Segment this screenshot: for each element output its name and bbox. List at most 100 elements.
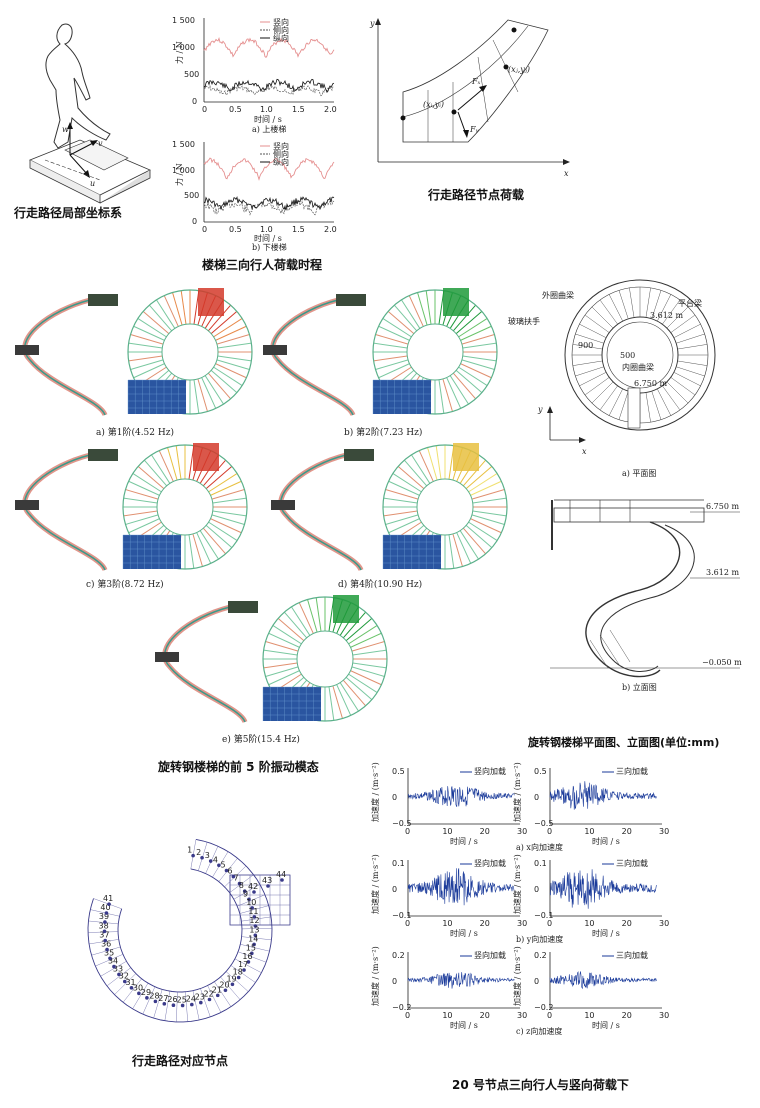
svg-text:−0.2: −0.2	[392, 1003, 411, 1012]
path-node: 4	[213, 855, 221, 868]
path-node: 24	[186, 995, 196, 1007]
path-node: 35	[104, 948, 114, 961]
legend-longitudinal: 纵向	[273, 33, 289, 43]
path-node: 27	[158, 994, 168, 1006]
path-node: 13	[249, 925, 260, 938]
svg-text:0: 0	[547, 827, 552, 836]
outer-beam-label: 外圈曲梁	[542, 290, 574, 300]
plan-axis-x: x	[582, 447, 587, 456]
path-node: 17	[238, 960, 248, 972]
path-node: 29	[141, 988, 151, 1000]
plan-elevation-drawing: y x 外圈曲梁 平台梁 玻璃扶手 内圈曲梁 3.612 m 6.750 m 5…	[508, 279, 742, 692]
plan-axis-y: y	[537, 405, 543, 414]
svg-text:三向加载: 三向加载	[616, 858, 648, 868]
path-node: 41	[103, 894, 113, 906]
svg-text:15: 15	[246, 943, 256, 952]
svg-text:24: 24	[186, 995, 196, 1004]
svg-text:43: 43	[262, 876, 272, 885]
walker-illustration: w v u	[29, 23, 151, 204]
handrail-label: 玻璃扶手	[508, 316, 540, 326]
elev-level-mid: 3.612 m	[706, 568, 739, 577]
svg-text:29: 29	[141, 988, 151, 997]
load-plot-b: 1 500 1 000 500 0 0 0.5 1.0 1.5 2.0 时间 /…	[172, 140, 337, 252]
svg-text:5: 5	[220, 861, 225, 870]
path-node: 19	[226, 974, 237, 987]
svg-text:12: 12	[249, 916, 259, 925]
svg-text:b) y向加速度: b) y向加速度	[516, 934, 563, 944]
elevation-view: 6.750 m 3.612 m −0.050 m b) 立面图	[550, 499, 742, 692]
legend-vertical: 竖向	[273, 17, 289, 27]
svg-text:0: 0	[547, 919, 552, 928]
svg-text:−0.1: −0.1	[534, 911, 553, 920]
load-ylabel: 力 / N	[174, 41, 184, 64]
series-vertical	[203, 36, 335, 59]
axis-v-label: v	[98, 139, 103, 148]
svg-text:25: 25	[177, 995, 187, 1004]
svg-text:0: 0	[534, 793, 539, 802]
svg-text:13: 13	[249, 925, 259, 934]
svg-text:30: 30	[659, 919, 669, 928]
svg-text:加速度 / (m·s⁻²): 加速度 / (m·s⁻²)	[512, 946, 522, 1006]
mode-shape-5	[155, 595, 388, 724]
plan-sub-a: a) 平面图	[622, 469, 656, 478]
path-node: 32	[119, 971, 129, 984]
xtick: 2.0	[324, 105, 337, 114]
mode-shape-3	[15, 443, 248, 572]
ytick: 500	[184, 70, 199, 79]
legend-lateral: 侧向	[273, 149, 289, 159]
path-node: 37	[99, 931, 109, 943]
point-j-label: (xⱼ,yⱼ)	[508, 65, 530, 74]
svg-text:11: 11	[248, 907, 258, 916]
svg-text:31: 31	[125, 978, 135, 987]
series-lateral	[203, 85, 335, 97]
node-load-figure: y x (xᵢ,yᵢ) (xⱼ,yⱼ) Fₓ Fᵧ	[368, 12, 578, 182]
svg-text:0: 0	[392, 793, 397, 802]
platform-beam-label: 平台梁	[678, 298, 702, 308]
fy-label: Fᵧ	[469, 125, 479, 134]
mode-label-2: b) 第2阶(7.23 Hz)	[344, 428, 423, 438]
elev-level-bot: −0.050 m	[702, 658, 742, 667]
svg-text:30: 30	[517, 1011, 527, 1020]
path-node: 39	[99, 912, 109, 924]
load-sub-a: a) 上楼梯	[252, 124, 286, 134]
path-node: 34	[108, 957, 118, 969]
path-node: 23	[195, 993, 205, 1005]
svg-text:−0.5: −0.5	[392, 819, 411, 828]
svg-text:20: 20	[622, 827, 632, 836]
svg-text:三向加载: 三向加载	[616, 766, 648, 776]
load-plot-a: 1 500 1 000 500 0 0 0.5 1.0 1.5 2.0 时间 /…	[172, 16, 337, 134]
svg-text:40: 40	[100, 903, 110, 912]
svg-text:10: 10	[442, 827, 452, 836]
svg-text:−0.1: −0.1	[392, 911, 411, 920]
svg-text:加速度 / (m·s⁻²): 加速度 / (m·s⁻²)	[512, 854, 522, 914]
svg-text:20: 20	[622, 919, 632, 928]
path-node: 16	[242, 952, 253, 964]
svg-text:加速度 / (m·s⁻²): 加速度 / (m·s⁻²)	[512, 762, 522, 822]
mode-shape-1	[15, 288, 253, 417]
svg-text:0: 0	[392, 885, 397, 894]
xtick: 0	[202, 225, 207, 234]
dim-500: 500	[620, 351, 635, 360]
path-node: 28	[149, 991, 160, 1004]
svg-text:0: 0	[547, 1011, 552, 1020]
svg-text:20: 20	[480, 827, 490, 836]
svg-text:时间 / s: 时间 / s	[450, 928, 478, 938]
node-load-caption: 行走路径节点荷载	[428, 188, 525, 202]
accel-signal	[407, 972, 515, 989]
mode-shapes	[15, 288, 508, 724]
xtick: 1.5	[292, 105, 305, 114]
dim-900: 900	[578, 341, 593, 350]
path-node: 31	[125, 978, 136, 990]
svg-text:19: 19	[226, 974, 236, 983]
axis-x-label: x	[564, 169, 569, 178]
axis-u-label: u	[90, 179, 95, 188]
load-xlabel: 时间 / s	[254, 233, 282, 243]
svg-text:16: 16	[242, 952, 252, 961]
accel-signal	[407, 786, 515, 807]
path-node: 5	[220, 861, 229, 873]
path-node: 25	[177, 995, 187, 1008]
